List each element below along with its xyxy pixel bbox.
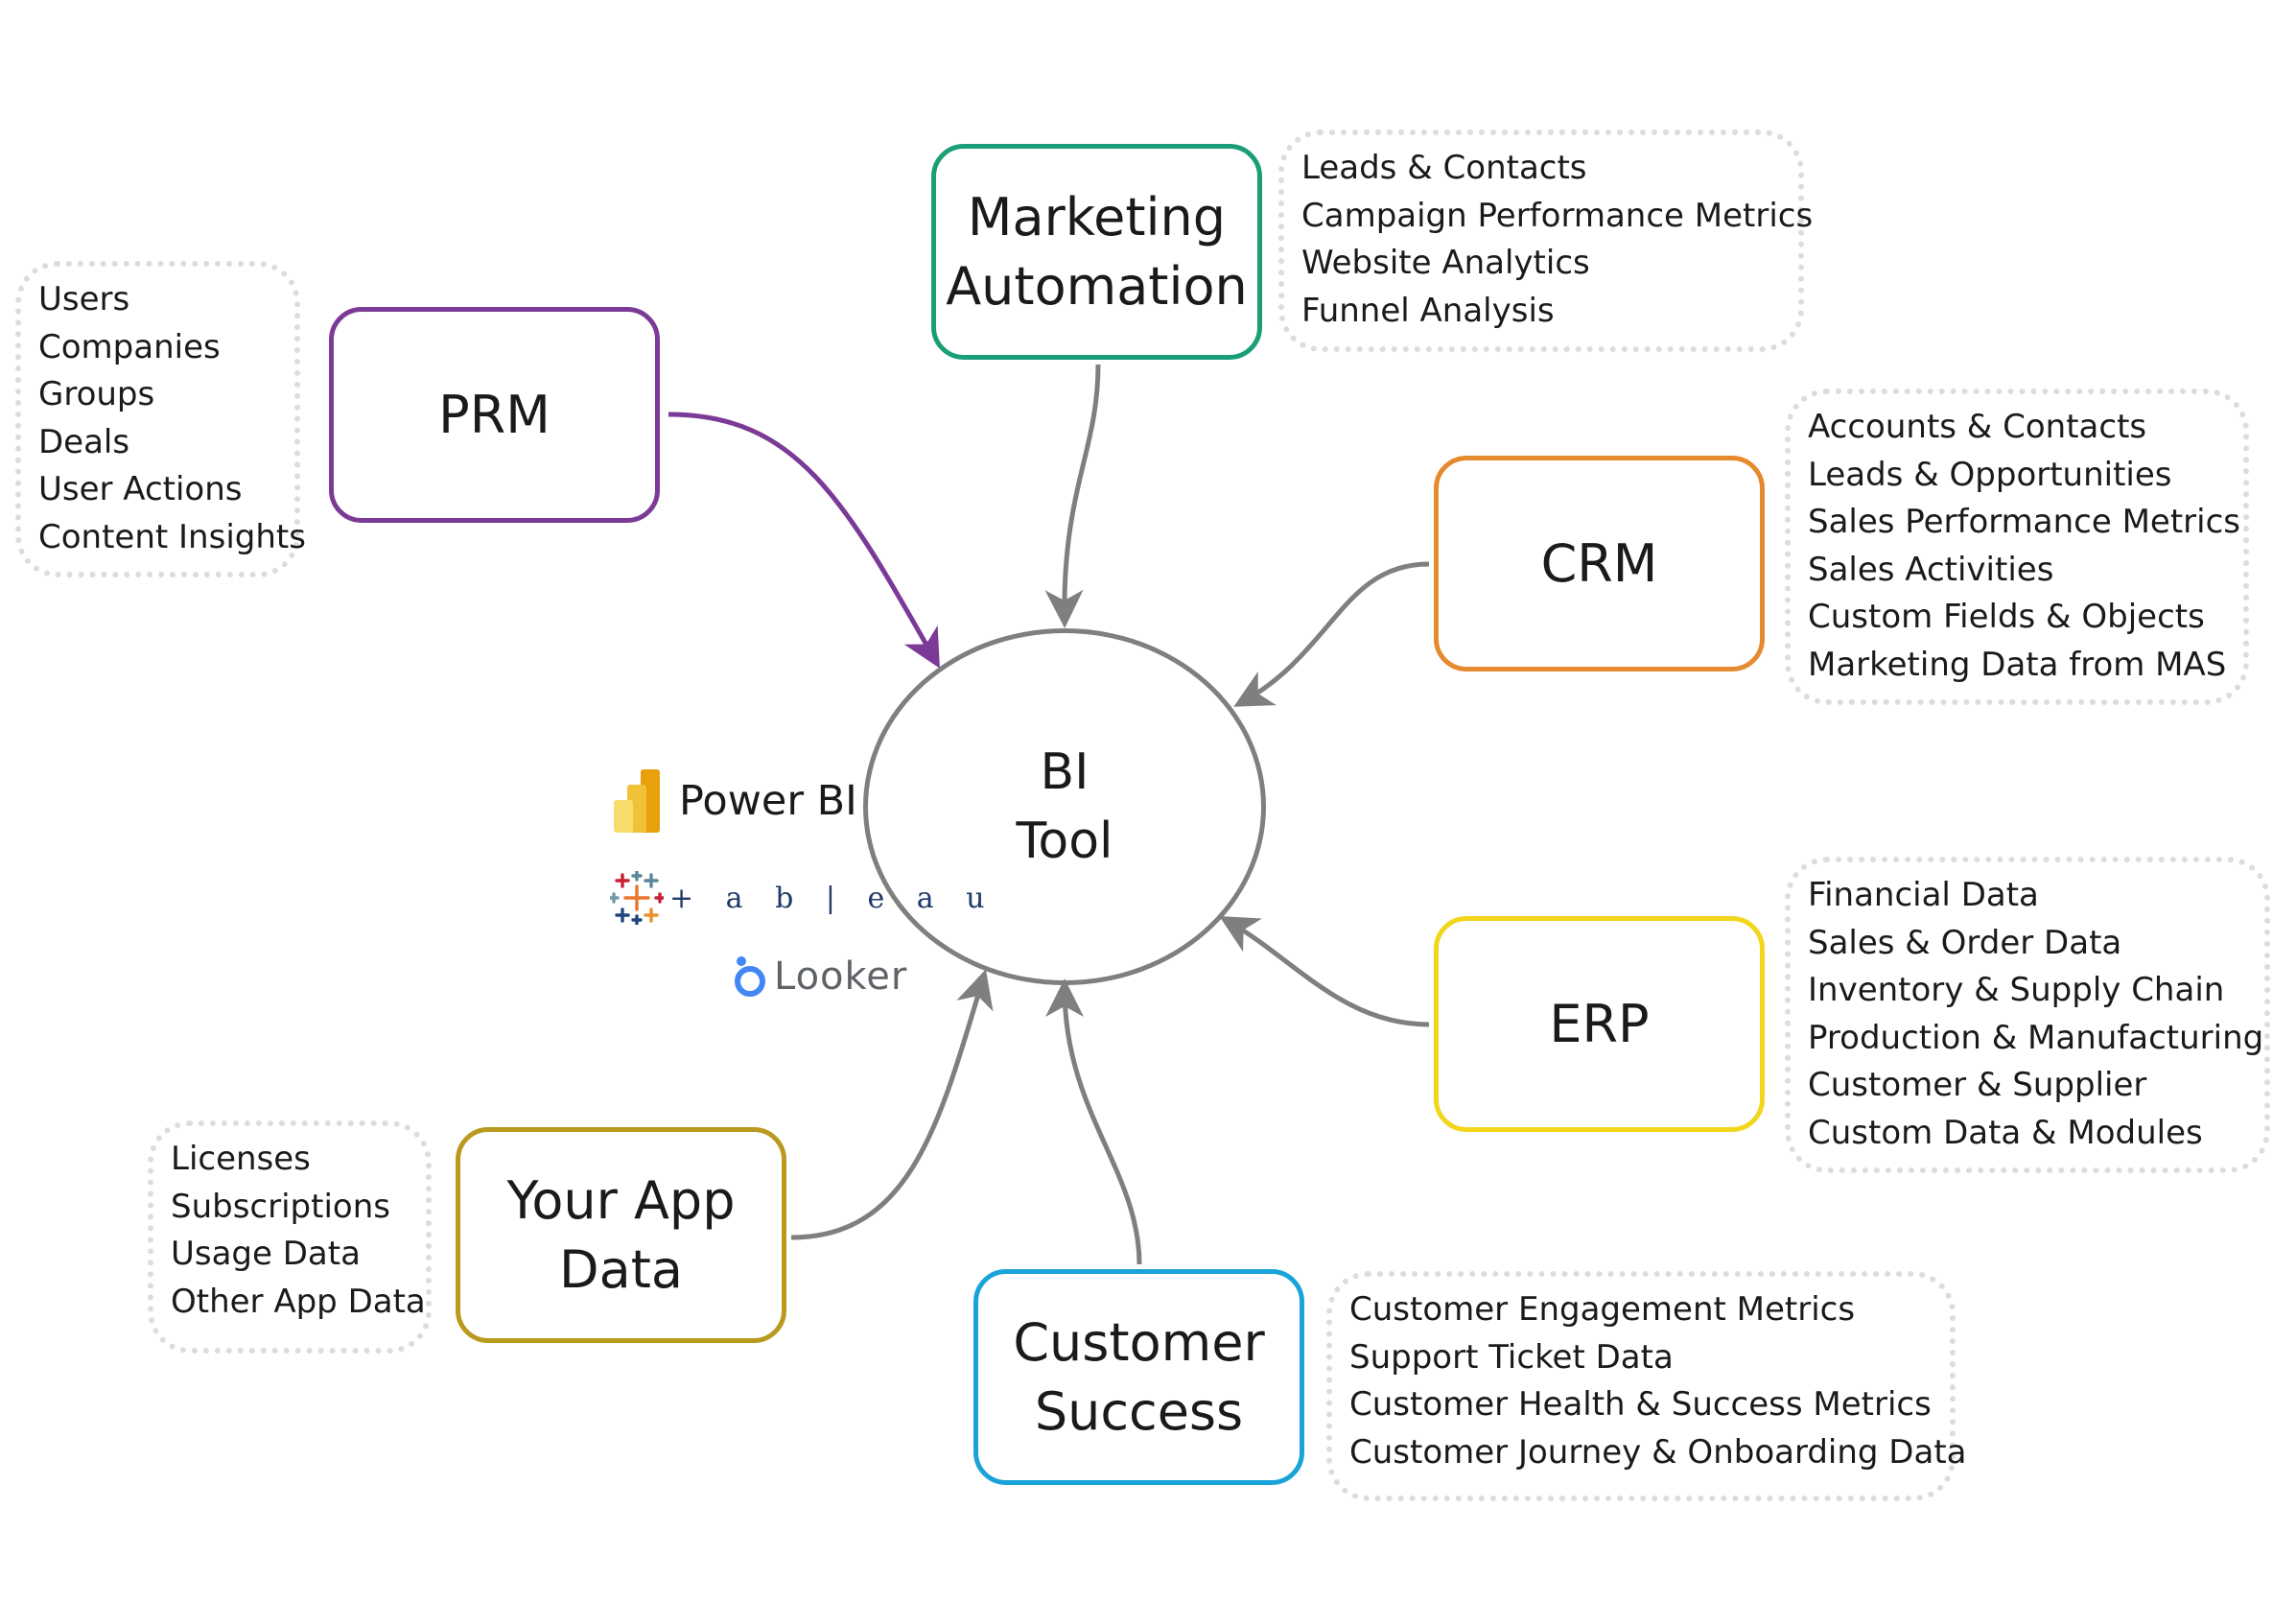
list-item: Customer Journey & Onboarding Data — [1349, 1432, 1967, 1472]
list-item: Groups — [38, 375, 155, 413]
arrow-erp-to-bi — [1219, 916, 1430, 1027]
bi-tool-label-line1: BI — [1040, 743, 1089, 801]
list-item: Leads & Opportunities — [1808, 455, 2172, 494]
powerbi-icon — [614, 769, 660, 833]
powerbi-label: Power BI — [679, 777, 857, 825]
tableau-icon — [610, 871, 664, 925]
list-item: Custom Data & Modules — [1808, 1113, 2203, 1152]
list-item: Accounts & Contacts — [1808, 408, 2147, 446]
arrow-marketing-to-bi — [1044, 364, 1101, 628]
list-item: Usage Data — [171, 1235, 361, 1273]
list-item: Other App Data — [171, 1282, 426, 1321]
tableau-label: + a b | e a u — [669, 881, 996, 915]
list-item: Leads & Contacts — [1301, 149, 1587, 187]
prm-node: PRM — [329, 307, 660, 523]
cs-label-line1: Customer — [1013, 1311, 1265, 1373]
arrow-prm-to-bi — [668, 412, 940, 669]
crm-label: CRM — [1540, 532, 1658, 594]
list-item: Licenses — [171, 1140, 311, 1178]
list-item: Customer & Supplier — [1808, 1066, 2147, 1104]
tableau-logo: + a b | e a u — [610, 871, 996, 925]
list-item: Website Analytics — [1301, 244, 1590, 282]
list-item: Content Insights — [38, 517, 306, 556]
bi-tool-node: BI Tool — [863, 628, 1266, 985]
arrow-cs-to-bi — [1045, 978, 1142, 1265]
list-item: Sales & Order Data — [1808, 923, 2122, 962]
app-data-list: Licenses Subscriptions Usage Data Other … — [148, 1120, 432, 1354]
list-item: Customer Engagement Metrics — [1349, 1290, 1856, 1329]
list-item: Funnel Analysis — [1301, 291, 1555, 330]
your-app-data-node: Your App Data — [456, 1127, 786, 1343]
looker-icon — [735, 956, 765, 997]
marketing-data-list: Leads & Contacts Campaign Performance Me… — [1278, 130, 1814, 352]
list-item: Support Ticket Data — [1349, 1337, 1674, 1377]
cs-data-list: Customer Engagement Metrics Support Tick… — [1326, 1271, 1967, 1501]
list-item: Financial Data — [1808, 876, 2039, 914]
looker-logo: Looker — [732, 954, 907, 999]
list-item: Subscriptions — [171, 1187, 390, 1226]
app-label-line2: Data — [559, 1238, 683, 1300]
app-label-line1: Your App — [506, 1169, 736, 1231]
list-item: Marketing Data from MAS — [1808, 645, 2227, 684]
looker-label: Looker — [774, 954, 908, 999]
erp-node: ERP — [1434, 916, 1765, 1132]
list-item: Sales Activities — [1808, 550, 2054, 589]
list-item: Inventory & Supply Chain — [1808, 971, 2225, 1009]
prm-label: PRM — [438, 384, 551, 445]
list-item: Campaign Performance Metrics — [1301, 196, 1814, 235]
crm-node: CRM — [1434, 456, 1765, 671]
cs-label-line2: Success — [1034, 1380, 1244, 1442]
list-item: Companies — [38, 327, 221, 366]
bi-tool-label-line2: Tool — [1016, 813, 1113, 870]
list-item: Production & Manufacturing — [1808, 1018, 2264, 1057]
crm-data-list: Accounts & Contacts Leads & Opportunitie… — [1785, 389, 2249, 705]
marketing-label-line1: Marketing — [967, 186, 1227, 247]
erp-data-list: Financial Data Sales & Order Data Invent… — [1785, 857, 2270, 1173]
powerbi-logo: Power BI — [612, 767, 857, 835]
arrow-crm-to-bi — [1233, 561, 1430, 707]
marketing-label-line2: Automation — [946, 255, 1248, 317]
customer-success-node: Customer Success — [973, 1269, 1304, 1485]
arrow-app-to-bi — [790, 969, 994, 1240]
list-item: User Actions — [38, 470, 243, 508]
erp-label: ERP — [1549, 993, 1650, 1054]
marketing-automation-node: Marketing Automation — [931, 144, 1262, 360]
list-item: Deals — [38, 422, 130, 461]
list-item: Sales Performance Metrics — [1808, 503, 2240, 541]
list-item: Custom Fields & Objects — [1808, 598, 2205, 636]
list-item: Customer Health & Success Metrics — [1349, 1385, 1932, 1424]
list-item: Users — [38, 280, 130, 318]
prm-data-list: Users Companies Groups Deals User Action… — [15, 261, 306, 577]
